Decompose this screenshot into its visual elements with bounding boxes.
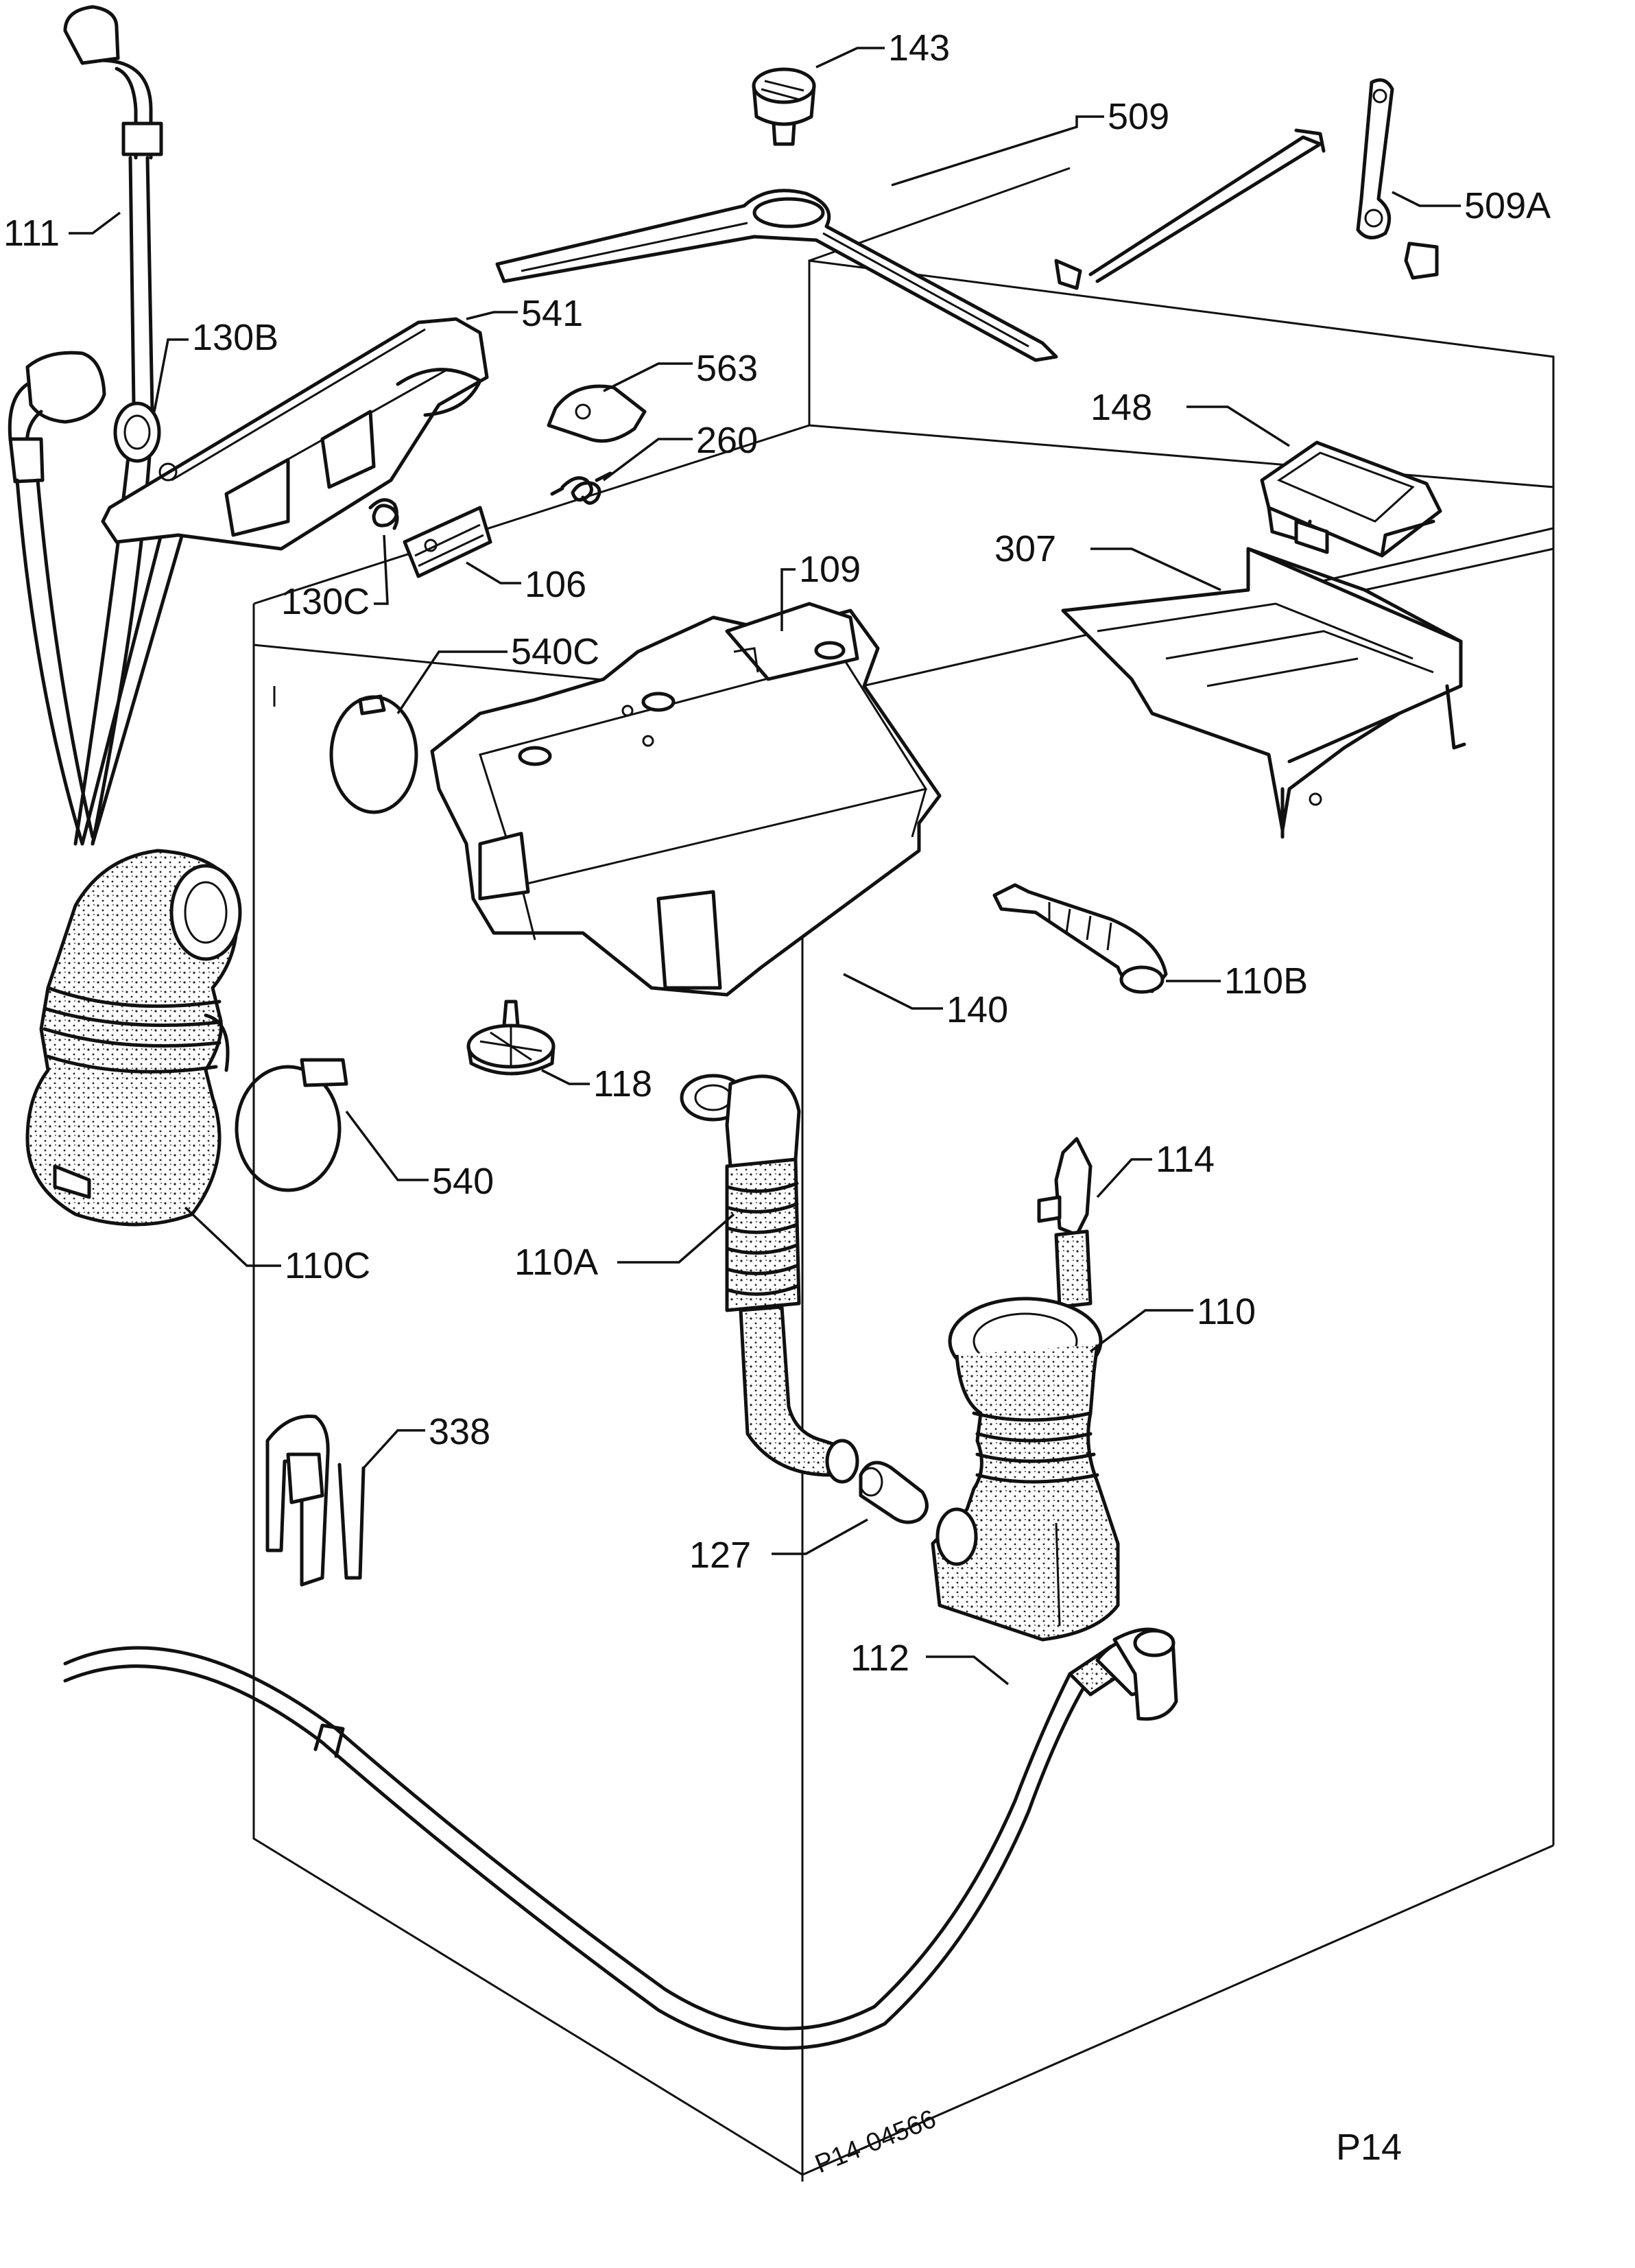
label-509A: 509A [1464,185,1551,226]
label-110: 110 [1197,1291,1256,1332]
label-110A: 110A [514,1242,598,1283]
label-563: 563 [696,348,758,389]
label-509: 509 [1108,96,1169,137]
part-118-impeller [466,1000,556,1076]
label-140: 140 [946,989,1008,1030]
part-541-valve [101,317,489,551]
label-112: 112 [850,1638,909,1679]
part-114-tube [1037,1137,1093,1309]
part-540-clamp [235,1058,348,1192]
label-130C: 130C [281,581,370,622]
label-260: 260 [696,420,758,461]
label-540: 540 [432,1161,494,1202]
drawing-number: P14-04566 [811,2105,940,2180]
part-143-knob [752,67,816,146]
label-110C: 110C [285,1245,370,1286]
label-307: 307 [994,528,1056,569]
part-260-spring [550,471,612,505]
part-112-drain-hose [63,1627,1178,2050]
label-109: 109 [799,549,861,590]
page-code: P14 [1336,2127,1402,2168]
part-563-cam [547,384,647,443]
label-118: 118 [593,1063,652,1105]
label-148: 148 [1090,387,1152,428]
part-148-handle [1260,440,1442,558]
part-labels: 143 509 509A 111 130B 541 563 260 148 30… [3,27,1551,2179]
part-509-lever [495,128,1326,362]
part-509A-bracket [1356,78,1439,280]
part-130B-ring [113,401,161,463]
part-127-connector [859,1461,929,1524]
label-110B: 110B [1224,960,1308,1002]
label-540C: 540C [511,631,599,672]
part-110B-hose [992,883,1168,994]
part-338-clip [265,1414,366,1587]
label-106: 106 [525,564,586,605]
part-110A-drain-hose [680,1074,859,1484]
label-127: 127 [689,1535,751,1576]
part-307-drawer [1061,547,1466,839]
label-143: 143 [888,27,950,69]
part-130C-spring [368,498,399,530]
part-110-sump [931,1297,1120,1642]
label-338: 338 [429,1411,490,1452]
label-130B: 130B [192,317,278,358]
label-114: 114 [1156,1139,1215,1180]
second-inlet-hose [8,351,194,846]
part-540C-clamp [329,694,418,814]
part-106-clip [403,506,492,578]
part-140-dispenser-housing [430,602,942,997]
label-541: 541 [521,293,583,334]
label-111: 111 [3,213,60,254]
part-110C-bellows [25,849,242,1227]
